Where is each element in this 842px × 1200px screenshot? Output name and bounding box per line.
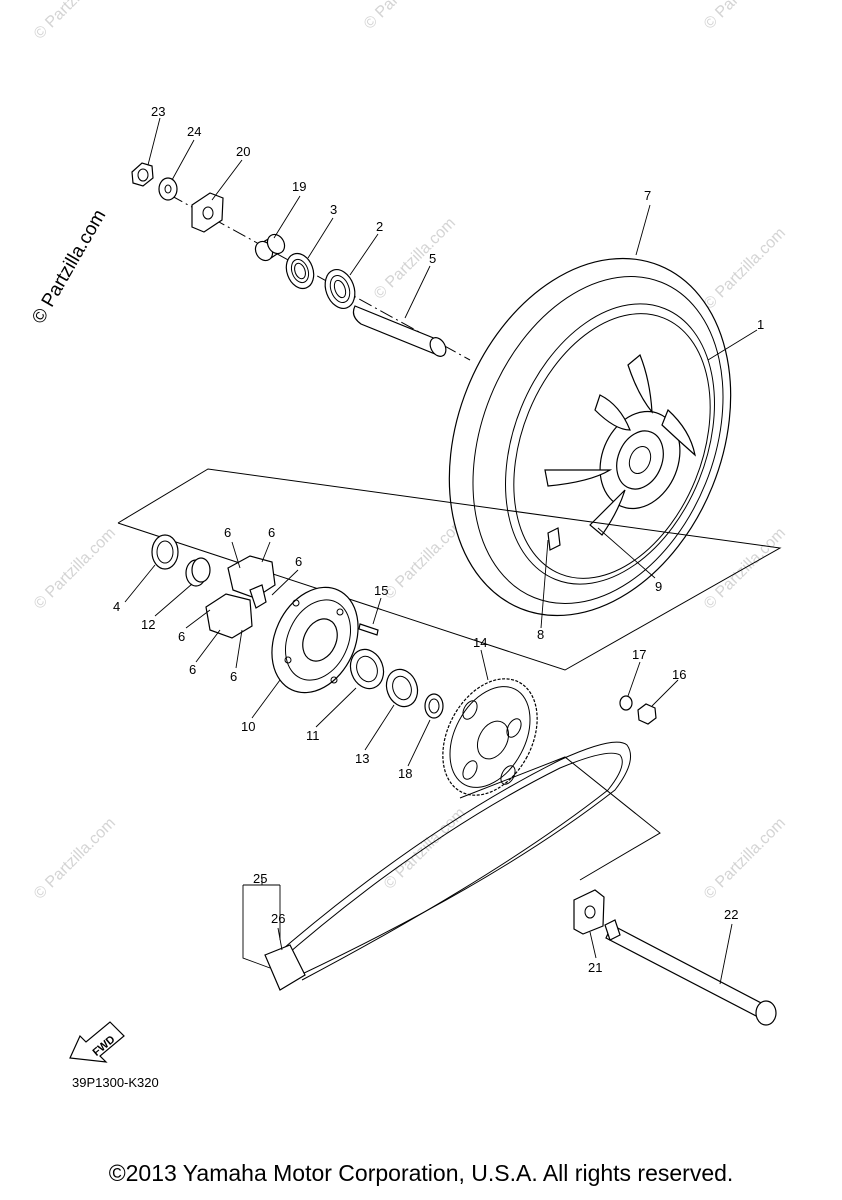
bearing-3 [285, 252, 315, 290]
collar-19 [254, 233, 286, 262]
callout-26: 26 [271, 911, 285, 926]
leader-lines [124, 117, 758, 985]
drive-chain [264, 741, 631, 991]
callout-7: 7 [644, 188, 651, 203]
watermark: © Partzilla.com [31, 0, 119, 43]
plate-21 [573, 889, 605, 935]
stud-15 [358, 623, 379, 636]
watermark: © Partzilla.com [701, 525, 789, 613]
rear-wheel [448, 257, 732, 617]
collar-18 [424, 693, 444, 719]
bearing-4 [151, 534, 179, 570]
callout-6b: 6 [268, 525, 275, 540]
clutch-hub-10 [271, 586, 359, 694]
callout-23: 23 [151, 104, 165, 119]
diagram-code: 39P1300-K320 [72, 1075, 159, 1090]
watermark: © Partzilla.com [361, 0, 449, 33]
callout-5: 5 [429, 251, 436, 266]
callout-8: 8 [537, 627, 544, 642]
axle-bracket [459, 756, 661, 881]
plate-20 [191, 192, 224, 233]
callout-11: 11 [306, 728, 320, 743]
axle-centerline [169, 194, 471, 361]
copyright-notice: ©2013 Yamaha Motor Corporation, U.S.A. A… [108, 1160, 734, 1186]
bearing-2 [324, 269, 356, 309]
callout-3: 3 [330, 202, 337, 217]
callout-6d: 6 [178, 629, 185, 644]
axle-22 [604, 919, 777, 1026]
callout-6c: 6 [295, 554, 302, 569]
assembly-bracket [117, 468, 782, 671]
callout-13: 13 [355, 751, 369, 766]
watermark: © Partzilla.com [31, 815, 119, 903]
callout-6a: 6 [224, 525, 231, 540]
bearing-11 [349, 648, 385, 690]
callout-18: 18 [398, 766, 412, 781]
callout-25: 25 [253, 871, 267, 886]
callout-17: 17 [632, 647, 646, 662]
callout-1: 1 [757, 317, 764, 332]
dampers-6 [205, 555, 276, 639]
callout-6e: 6 [189, 662, 196, 677]
callout-21: 21 [588, 960, 602, 975]
watermark: © Partzilla.com [701, 225, 789, 313]
callout-22: 22 [724, 907, 738, 922]
washer-24 [158, 177, 178, 201]
callout-9: 9 [655, 579, 662, 594]
watermark: © Partzilla.com [701, 815, 789, 903]
washer-17 [619, 695, 633, 711]
nut-16 [637, 703, 657, 725]
watermark: © Partzilla.com [381, 805, 469, 893]
watermark: © Partzilla.com [701, 0, 789, 33]
sprocket-14 [442, 678, 538, 796]
callout-24: 24 [187, 124, 201, 139]
callout-16: 16 [672, 667, 686, 682]
callout-19: 19 [292, 179, 306, 194]
callout-12: 12 [141, 617, 155, 632]
watermark: © Partzilla.com [31, 525, 119, 613]
collar-12 [185, 557, 211, 587]
callout-4: 4 [113, 599, 120, 614]
callout-15: 15 [374, 583, 388, 598]
watermark: © Partzilla.com [371, 215, 459, 303]
spacer-5 [352, 305, 447, 357]
callouts: 23 24 20 19 3 2 5 7 1 9 8 4 12 6 6 6 6 6… [113, 104, 764, 975]
nut-23 [131, 162, 154, 187]
watermark-main: © Partzilla.com [28, 206, 110, 327]
callout-20: 20 [236, 144, 250, 159]
callout-2: 2 [376, 219, 383, 234]
callout-14: 14 [473, 635, 487, 650]
fwd-arrow-icon: FWD [69, 1021, 125, 1063]
callout-6f: 6 [230, 669, 237, 684]
bearing-13 [385, 668, 419, 708]
callout-10: 10 [241, 719, 255, 734]
